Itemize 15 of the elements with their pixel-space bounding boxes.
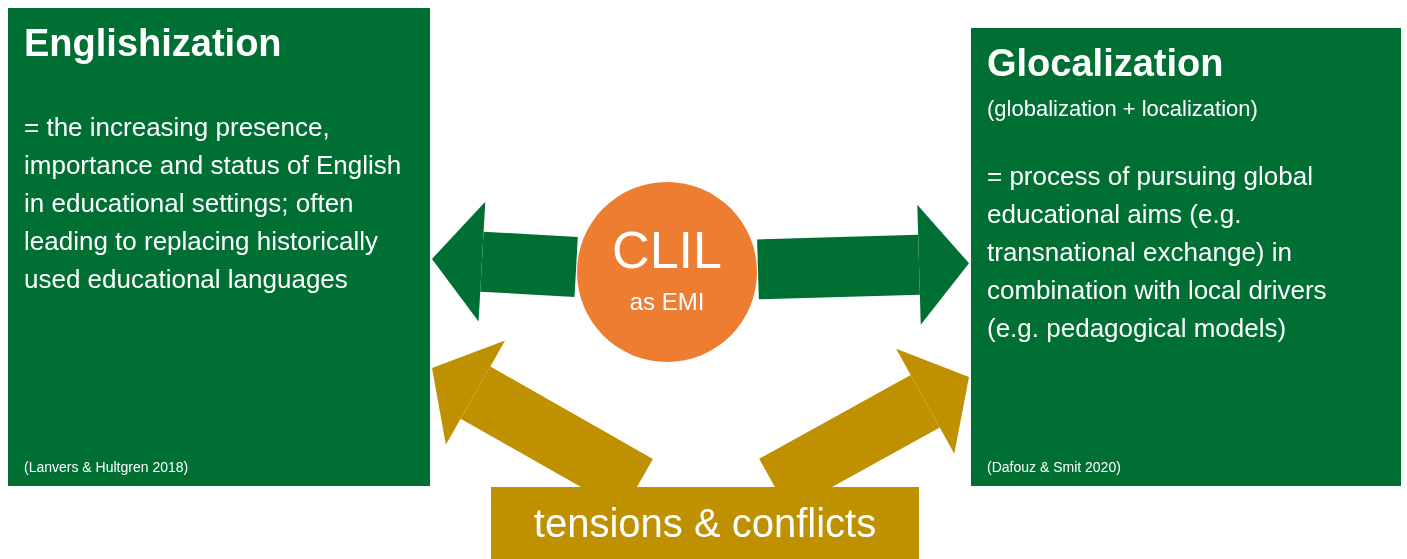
definition-text: = the increasing presence, importance and status of English in educational settings; often leading to replacing historically used educational languages xyxy=(24,110,403,296)
box-title: Englishization xyxy=(24,21,283,66)
block-arrow xyxy=(432,201,578,322)
label-box xyxy=(491,487,919,559)
definition-text: = process of pursuing global educational aims (e.g. transnational exchange) in combination with local drivers (e.g. pedagogical models) xyxy=(987,159,1328,345)
subtitle: (globalization + localization) xyxy=(987,94,1259,123)
circle-subtitle: as EMI xyxy=(629,287,705,317)
definition-box xyxy=(8,8,430,486)
circle-title: CLIL xyxy=(612,224,722,276)
block-arrow xyxy=(757,204,969,325)
definition-box xyxy=(971,28,1401,486)
box-label: tensions & conflicts xyxy=(533,500,877,547)
citation: (Dafouz & Smit 2020) xyxy=(987,458,1122,477)
citation: (Lanvers & Hultgren 2018) xyxy=(24,458,190,477)
box-title: Glocalization xyxy=(987,41,1225,86)
